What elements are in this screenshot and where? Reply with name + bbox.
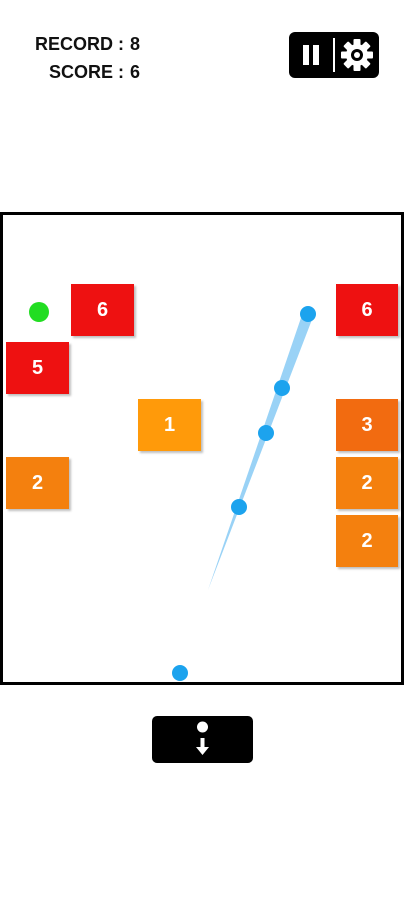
pause-icon — [303, 45, 319, 65]
score-label: SCORE : — [48, 61, 124, 82]
brick-hits: 2 — [361, 529, 373, 552]
ball-trail — [208, 312, 313, 590]
brick-hits: 6 — [361, 298, 373, 321]
settings-button[interactable] — [335, 32, 379, 78]
trajectory-layer — [29, 302, 316, 681]
ball-in-flight — [258, 425, 274, 441]
score-row: SCORE : 6 — [0, 58, 140, 86]
top-button-group — [289, 32, 379, 78]
record-value: 8 — [129, 33, 140, 54]
record-label: RECORD : — [34, 33, 124, 54]
ball-in-flight — [231, 499, 247, 515]
brick: 3 — [336, 399, 398, 451]
game-board[interactable]: 6 5 1 2 6 3 2 2 — [0, 212, 404, 685]
brick: 5 — [6, 342, 69, 394]
score-value: 6 — [129, 61, 140, 82]
brick: 2 — [336, 515, 398, 567]
brick-hits: 5 — [31, 356, 44, 379]
brick-hits: 2 — [31, 471, 44, 494]
ball-in-flight — [300, 306, 316, 322]
brick-hits: 3 — [361, 413, 373, 436]
brick: 6 — [71, 284, 134, 336]
drop-balls-button[interactable] — [152, 716, 253, 763]
brick: 1 — [138, 399, 201, 451]
brick-hits: 2 — [361, 471, 373, 494]
bonus-ball — [29, 302, 49, 322]
brick: 2 — [336, 457, 398, 509]
ball-in-flight — [274, 380, 290, 396]
brick: 2 — [6, 457, 69, 509]
brick: 6 — [336, 284, 398, 336]
brick-hits: 1 — [163, 413, 176, 436]
ball-down-arrow-icon — [196, 721, 209, 755]
button-divider — [333, 38, 335, 72]
gear-icon — [341, 39, 373, 71]
launcher-ball — [172, 665, 188, 681]
record-row: RECORD : 8 — [0, 30, 140, 58]
hud-stats: RECORD : 8 SCORE : 6 — [0, 30, 140, 86]
pause-button[interactable] — [289, 32, 333, 78]
brick-hits: 6 — [96, 298, 109, 321]
